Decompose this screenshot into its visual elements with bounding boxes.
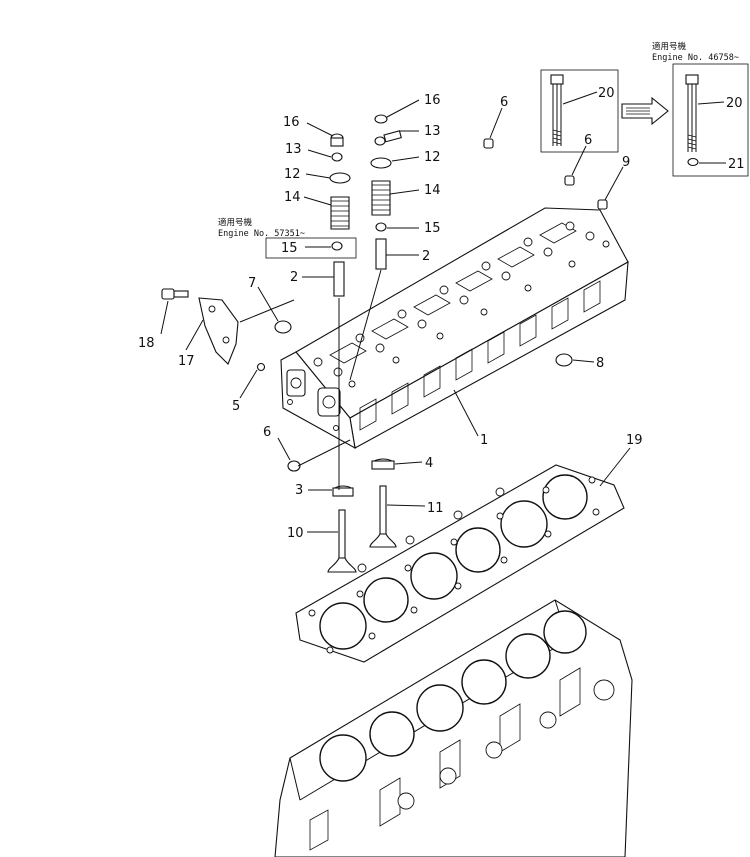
callout-21: 21 <box>728 157 745 172</box>
callout-10: 10 <box>287 526 304 541</box>
callout-9: 9 <box>622 155 630 170</box>
callout-18: 18 <box>138 336 155 351</box>
callout-1: 1 <box>480 433 488 448</box>
callout-20-old: 20 <box>598 86 615 101</box>
callout-numbers: 1 2 2 3 4 5 6 6 6 7 8 9 10 11 12 12 13 1… <box>138 86 745 541</box>
callout-17: 17 <box>178 354 195 369</box>
callout-7: 7 <box>248 276 256 291</box>
valve-train-left <box>327 133 357 573</box>
callout-14-left: 14 <box>284 190 301 205</box>
callout-11: 11 <box>427 501 444 516</box>
bolt-box-new <box>672 63 749 177</box>
callout-12-right: 12 <box>424 150 441 165</box>
note-left-jp: 適用号機 <box>218 217 253 228</box>
callout-12-left: 12 <box>284 167 301 182</box>
callout-2-left: 2 <box>290 270 298 285</box>
callout-14-right: 14 <box>424 183 441 198</box>
callout-16-right: 16 <box>424 93 441 108</box>
small-parts <box>161 138 608 472</box>
callout-4: 4 <box>425 456 433 471</box>
cylinder-head <box>280 207 629 450</box>
replacement-arrow <box>621 96 669 126</box>
note-left-engine: Engine No. 57351~ <box>218 229 305 239</box>
engine-note-right: 適用号機 Engine No. 46758~ <box>652 41 739 63</box>
callout-15-left: 15 <box>281 241 298 256</box>
callout-19: 19 <box>626 433 643 448</box>
head-gasket <box>295 464 625 663</box>
callout-8: 8 <box>596 356 604 371</box>
callout-6-mid: 6 <box>584 133 592 148</box>
note-right-engine: Engine No. 46758~ <box>652 53 739 63</box>
callout-6-top: 6 <box>500 95 508 110</box>
callout-16-left: 16 <box>283 115 300 130</box>
callout-3: 3 <box>295 483 303 498</box>
gasket-holes <box>308 476 600 654</box>
callout-15-right: 15 <box>424 221 441 236</box>
callout-13-right: 13 <box>424 124 441 139</box>
cylinder-block <box>274 599 633 857</box>
callout-6-bottom: 6 <box>263 425 271 440</box>
bolt-box-old <box>540 69 619 153</box>
callout-5: 5 <box>232 399 240 414</box>
engine-note-left: 適用号機 Engine No. 57351~ <box>218 217 357 259</box>
callout-20-new: 20 <box>726 96 743 111</box>
callout-13-left: 13 <box>285 142 302 157</box>
callout-2-right: 2 <box>422 249 430 264</box>
valve-train-right <box>369 114 402 548</box>
leader-lines <box>160 99 631 533</box>
note-right-jp: 適用号機 <box>652 41 687 52</box>
